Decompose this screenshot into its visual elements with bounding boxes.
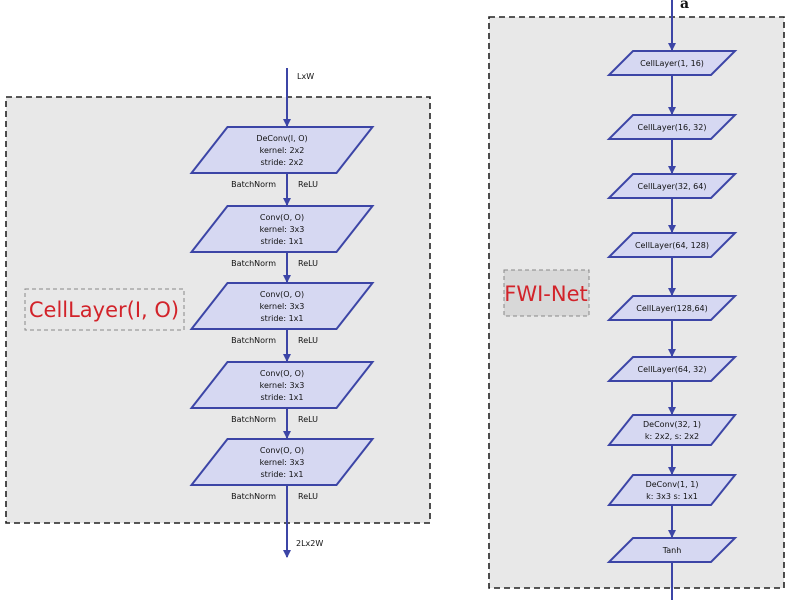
- cell-layer-node-text: stride: 2x2: [261, 158, 304, 167]
- cell-layer-node-text: kernel: 2x2: [260, 146, 305, 155]
- fwi-layer-node-shape: [606, 295, 738, 321]
- cell-layer-node-shape: [189, 438, 375, 486]
- relu-label: ReLU: [298, 336, 318, 345]
- fwi-layer-node-text: k: 3x3 s: 1x1: [646, 492, 698, 501]
- cell-layer-node-text: kernel: 3x3: [260, 225, 305, 234]
- cell-layer-node-text: kernel: 3x3: [260, 458, 305, 467]
- cell-layer-node-shape: [189, 205, 375, 253]
- fwi-layer-node-text: DeConv(1, 1): [646, 480, 699, 489]
- fwi-layer-node: DeConv(32, 1) k: 2x2, s: 2x2: [606, 414, 738, 446]
- cell-layer-label-box: [24, 288, 185, 331]
- fwi-layer-node-shape: [606, 414, 738, 446]
- fwi-layer-node-shape: [606, 232, 738, 258]
- output-size-label: 2Lx2W: [296, 539, 323, 548]
- fwi-layer-node: CellLayer(32, 64): [606, 173, 738, 199]
- cell-layer-node-text: kernel: 3x3: [260, 381, 305, 390]
- cell-layer-node: DeConv(I, O) kernel: 2x2 stride: 2x2: [189, 126, 375, 174]
- cell-layer-node-text: kernel: 3x3: [260, 302, 305, 311]
- fwi-net-label: FWI-Net: [504, 282, 587, 306]
- fwi-layer-node: Tanh: [606, 537, 738, 563]
- cell-layer-node: Conv(O, O) kernel: 3x3 stride: 1x1: [189, 282, 375, 330]
- cell-layer-node-text: Conv(O, O): [260, 369, 304, 378]
- fwi-layer-node: CellLayer(64, 128): [606, 232, 738, 258]
- cell-layer-node-text: stride: 1x1: [261, 314, 304, 323]
- fwi-layer-node-shape: [606, 474, 738, 506]
- relu-label: ReLU: [298, 415, 318, 424]
- fwi-layer-node-text: CellLayer(128,64): [636, 304, 708, 313]
- cell-layer-node-text: stride: 1x1: [261, 470, 304, 479]
- cell-layer-node-text: stride: 1x1: [261, 393, 304, 402]
- cell-layer-node-shape: [189, 282, 375, 330]
- relu-label: ReLU: [298, 180, 318, 189]
- fwi-net-label-box: [503, 269, 590, 317]
- fwi-layer-node-shape: [606, 114, 738, 140]
- fwi-layer-node: CellLayer(16, 32): [606, 114, 738, 140]
- cell-layer-node: Conv(O, O) kernel: 3x3 stride: 1x1: [189, 438, 375, 486]
- fwi-layer-node-shape: [606, 356, 738, 382]
- fwi-layer-node: CellLayer(128,64): [606, 295, 738, 321]
- cell-layer-node-text: stride: 1x1: [261, 237, 304, 246]
- cell-layer-node-text: Conv(O, O): [260, 446, 304, 455]
- fwi-layer-node-text: k: 2x2, s: 2x2: [645, 432, 699, 441]
- batchnorm-label: BatchNorm: [231, 336, 276, 345]
- batchnorm-label: BatchNorm: [231, 259, 276, 268]
- fwi-net-panel: FWI-Net a CellLayer(1, 16) CellLayer(16, …: [488, 0, 785, 600]
- fwi-layer-node-text: DeConv(32, 1): [643, 420, 701, 429]
- fwi-layer-node-shape: [606, 50, 738, 76]
- cell-layer-node-shape: [189, 361, 375, 409]
- batchnorm-label: BatchNorm: [231, 415, 276, 424]
- cell-layer-node-text: Conv(O, O): [260, 213, 304, 222]
- fwi-layer-node: DeConv(1, 1) k: 3x3 s: 1x1: [606, 474, 738, 506]
- panel-letter: a: [680, 0, 689, 12]
- fwi-layer-node-text: Tanh: [662, 546, 682, 555]
- fwi-net-nodes: CellLayer(1, 16) CellLayer(16, 32) CellLay…: [606, 50, 738, 563]
- fwi-layer-node: CellLayer(64, 32): [606, 356, 738, 382]
- cell-layer-node: Conv(O, O) kernel: 3x3 stride: 1x1: [189, 361, 375, 409]
- fwi-layer-node-shape: [606, 173, 738, 199]
- cell-layer-node-text: DeConv(I, O): [256, 134, 307, 143]
- relu-label: ReLU: [298, 492, 318, 501]
- fwi-layer-node-text: CellLayer(32, 64): [638, 182, 707, 191]
- cell-layer-node-text: Conv(O, O): [260, 290, 304, 299]
- fwi-layer-node-text: CellLayer(16, 32): [638, 123, 707, 132]
- cell-layer-label: CellLayer(I, O): [29, 298, 179, 322]
- fwi-layer-node-text: CellLayer(64, 128): [635, 241, 709, 250]
- input-size-label: LxW: [297, 72, 314, 81]
- cell-layer-nodes: DeConv(I, O) kernel: 2x2 stride: 2x2Conv(O…: [189, 126, 375, 486]
- batchnorm-label: BatchNorm: [231, 492, 276, 501]
- cell-layer-node-shape: [189, 126, 375, 174]
- fwi-layer-node: CellLayer(1, 16): [606, 50, 738, 76]
- relu-label: ReLU: [298, 259, 318, 268]
- fwi-layer-node-text: CellLayer(64, 32): [638, 365, 707, 374]
- fwi-layer-node-shape: [606, 537, 738, 563]
- batchnorm-label: BatchNorm: [231, 180, 276, 189]
- cell-layer-node: Conv(O, O) kernel: 3x3 stride: 1x1: [189, 205, 375, 253]
- fwi-layer-node-text: CellLayer(1, 16): [640, 59, 704, 68]
